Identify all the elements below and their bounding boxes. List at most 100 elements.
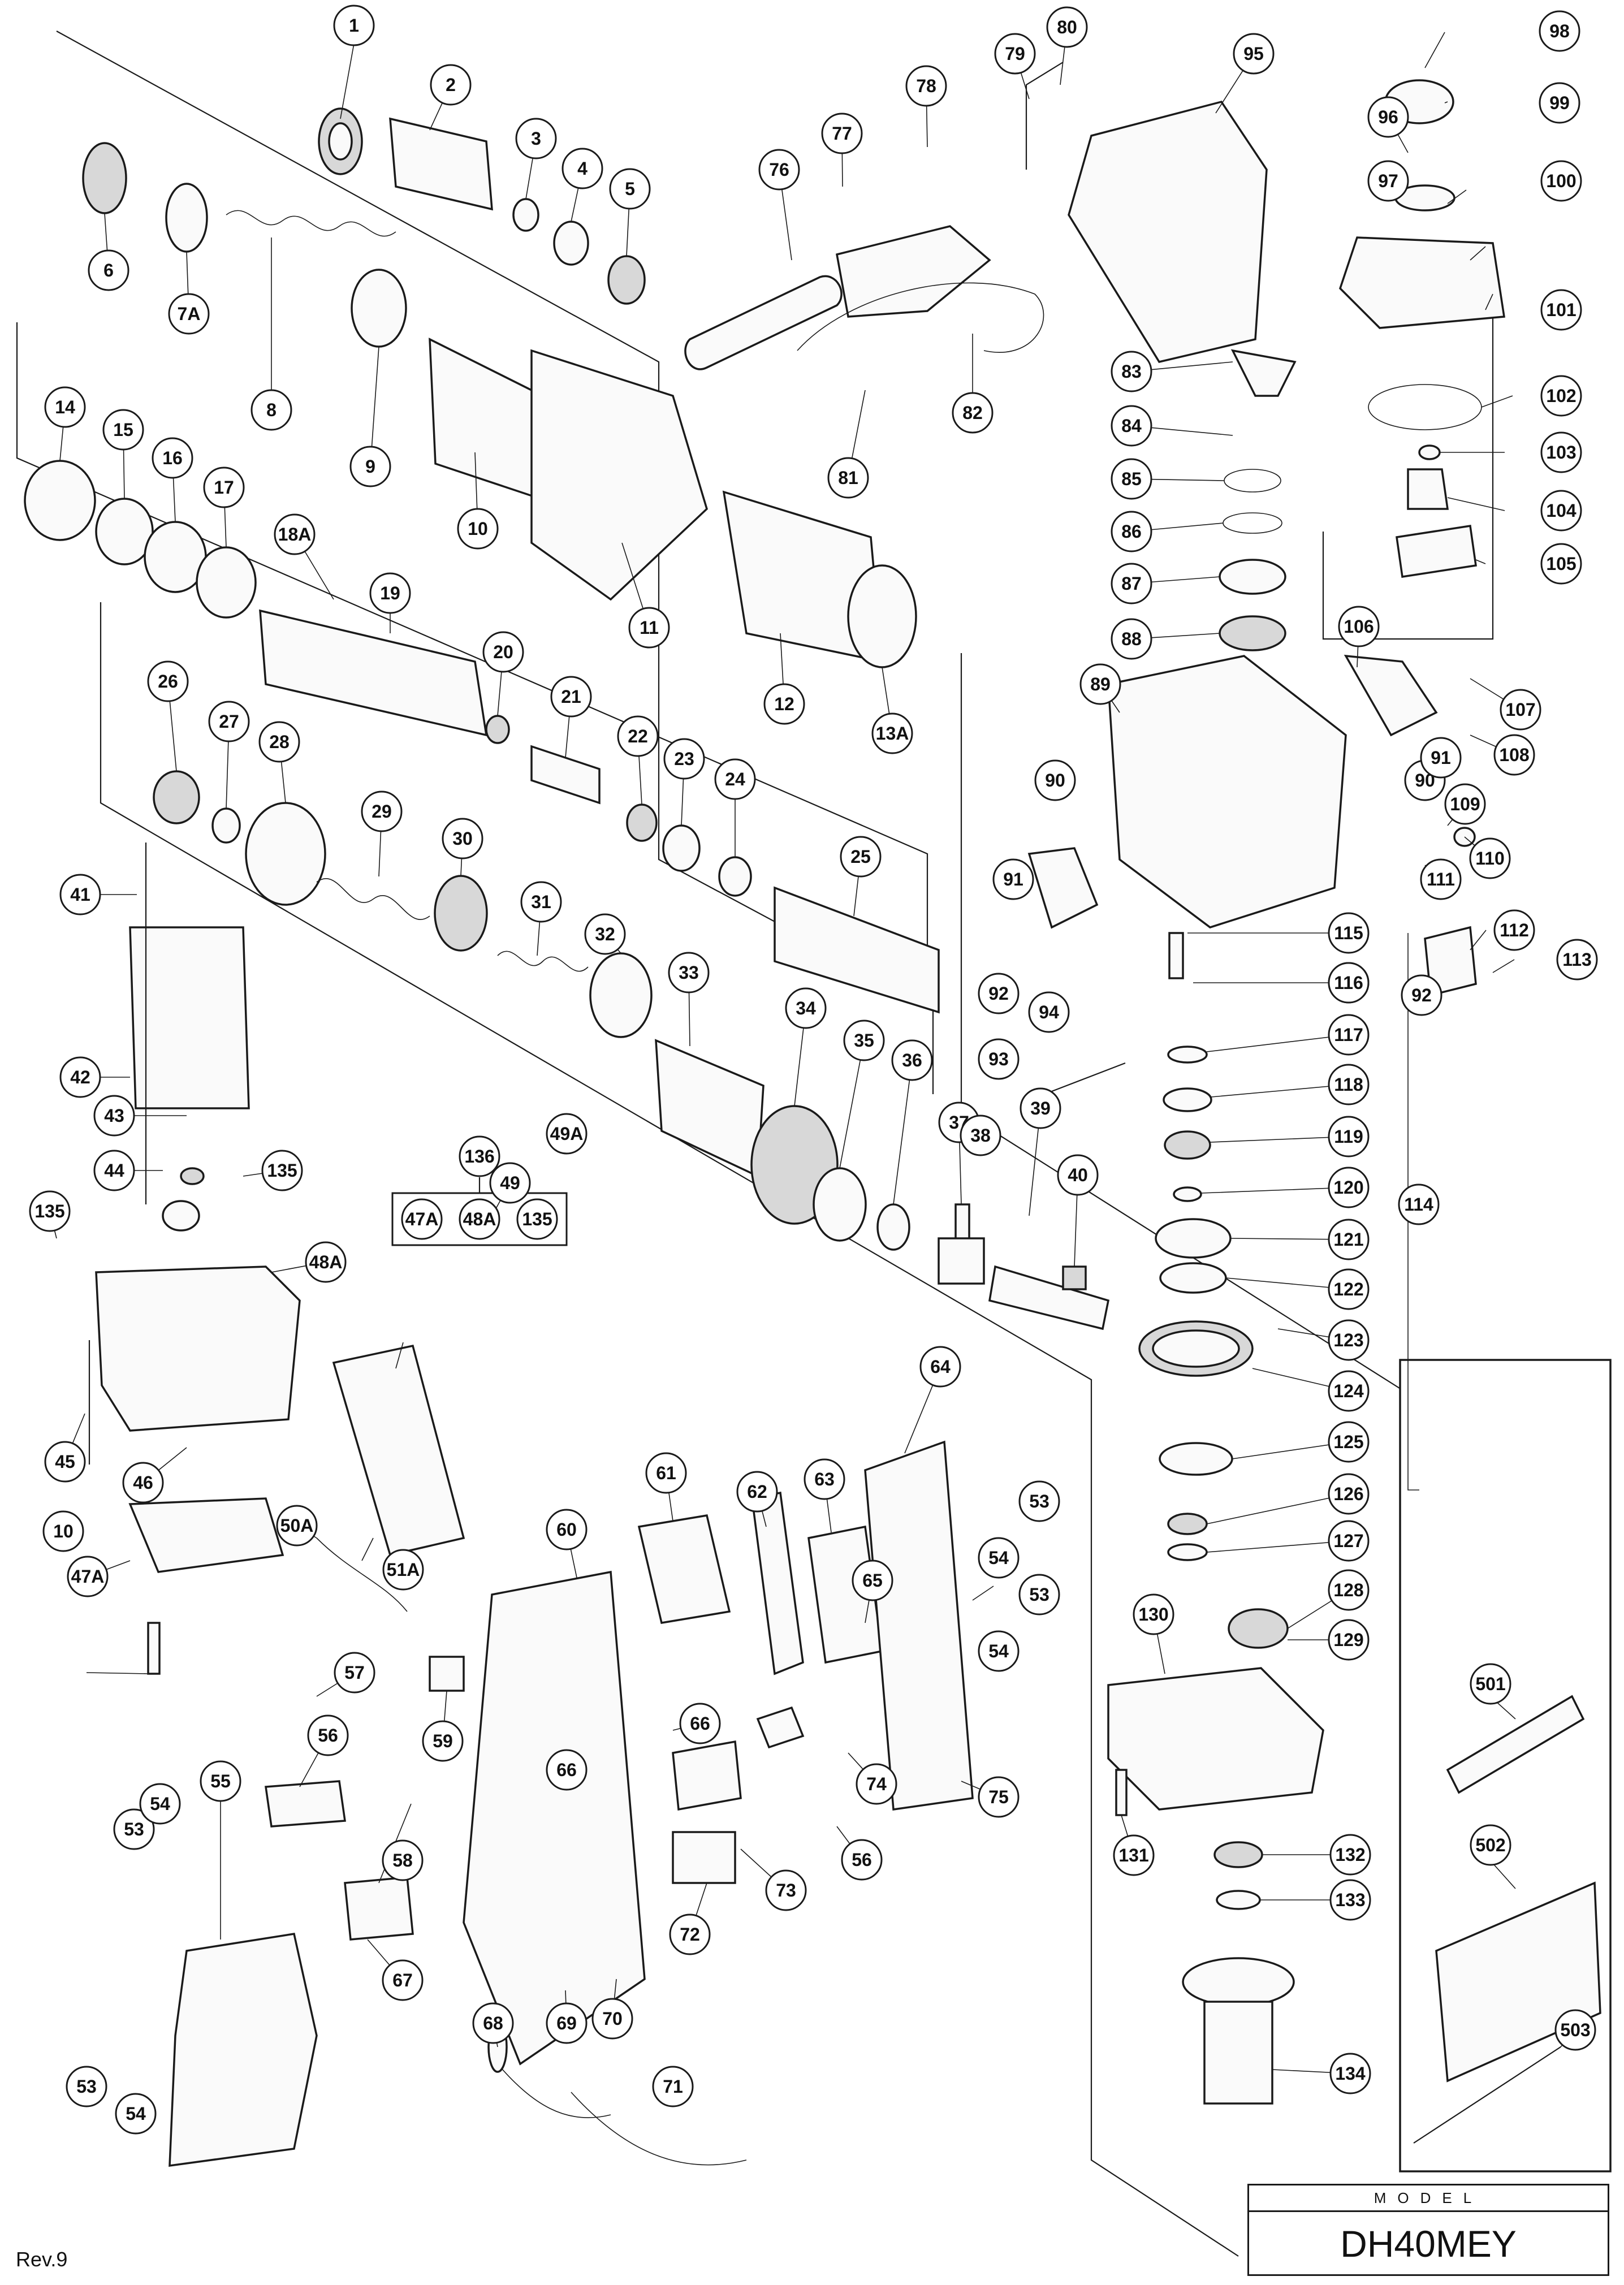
balloon-circle: [369, 572, 411, 614]
balloon-circle: [139, 1783, 181, 1825]
balloon-circle: [305, 1241, 347, 1283]
part-callout: 59: [422, 1720, 464, 1762]
part-callout: 121: [1328, 1219, 1370, 1260]
part-number-label: 10: [468, 519, 488, 539]
part-number-label: 1: [349, 15, 359, 36]
part-callout: 27: [208, 701, 250, 742]
part-callout: 86: [1111, 511, 1152, 552]
balloon-circle: [960, 1115, 1001, 1156]
part-callout: 54: [978, 1630, 1020, 1672]
part-number-label: 90: [1045, 770, 1065, 791]
part-callout: 112: [1493, 909, 1535, 951]
part-number-label: 8: [266, 400, 277, 420]
balloon-circle: [1328, 1473, 1370, 1515]
balloon-circle: [276, 1505, 318, 1547]
part-number-label: 92: [988, 983, 1009, 1004]
part-callout: 133: [1329, 1879, 1371, 1921]
part-number-label: 73: [776, 1880, 796, 1900]
part-callout: 19: [369, 572, 411, 614]
part-number-label: 11: [640, 617, 659, 638]
part-callout: 53: [113, 1808, 155, 1850]
part-callout: 36: [891, 1039, 933, 1081]
part-number-label: 123: [1333, 1330, 1363, 1350]
part-number-label: 46: [133, 1472, 153, 1493]
part-callout: 71: [652, 2066, 694, 2107]
balloon-circle: [891, 1039, 933, 1081]
balloon-circle: [1500, 689, 1541, 731]
balloon-circle: [472, 2002, 514, 2044]
part-silhouettes: [24, 79, 1601, 2167]
balloon-circle: [978, 1630, 1020, 1672]
balloon-circle: [856, 1763, 897, 1805]
part-callout: 56: [307, 1714, 349, 1756]
part-number-label: 127: [1333, 1531, 1363, 1551]
part-number-label: 131: [1118, 1845, 1148, 1865]
part-number-label: 32: [595, 924, 615, 944]
part-callout: 58: [382, 1839, 424, 1881]
part-callout: 96: [1367, 96, 1409, 138]
balloon-circle: [1018, 1480, 1060, 1522]
part-callout: 77: [821, 113, 863, 154]
balloon-circle: [261, 1150, 303, 1191]
part-number-label: 95: [1243, 44, 1264, 64]
balloon-circle: [1133, 1593, 1174, 1635]
revision-label: Rev.9: [16, 2248, 68, 2271]
balloon-circle: [1420, 737, 1462, 779]
part-callout: 116: [1328, 962, 1370, 1004]
part-number-label: 60: [556, 1519, 577, 1540]
part-number-label: 16: [162, 448, 183, 468]
part-number-label: 132: [1335, 1845, 1365, 1865]
part-callout: 125: [1328, 1421, 1370, 1463]
part-number-label: 76: [769, 159, 789, 180]
balloon-circle: [1111, 563, 1152, 604]
part-callout: 16: [152, 437, 193, 479]
balloon-circle: [1493, 909, 1535, 951]
balloon-circle: [978, 973, 1020, 1014]
part-number-label: 28: [269, 732, 290, 752]
part-number-label: 36: [902, 1050, 922, 1070]
part-number-label: 68: [483, 2013, 503, 2033]
part-callout: 72: [669, 1913, 711, 1955]
part-callout: 7A: [168, 293, 210, 335]
part-callout: 76: [758, 149, 800, 191]
part-callout: 13A: [871, 712, 913, 754]
part-callout: 98: [1539, 10, 1580, 52]
part-callout: 118: [1328, 1064, 1370, 1105]
balloon-circle: [1328, 1116, 1370, 1157]
part-number-label: 31: [531, 892, 551, 912]
part-number-label: 43: [104, 1105, 124, 1126]
accessory-callout: 501: [1470, 1663, 1511, 1705]
balloon-circle: [1469, 837, 1511, 879]
part-callout: 129: [1328, 1619, 1370, 1661]
part-number-label: 108: [1499, 745, 1529, 765]
part-callout: 79: [994, 33, 1036, 75]
part-callout: 39: [1020, 1087, 1061, 1129]
part-callout: 85: [1111, 458, 1152, 500]
part-number-label: 501: [1475, 1674, 1505, 1694]
part-number-label: 49A: [550, 1124, 584, 1144]
part-number-label: 111: [1427, 869, 1455, 889]
part-number-label: 503: [1560, 2020, 1590, 2040]
part-number-label: 120: [1333, 1177, 1363, 1198]
part-number-label: 106: [1344, 616, 1374, 637]
part-number-label: 53: [1029, 1491, 1049, 1511]
model-label: MODEL: [1249, 2185, 1608, 2212]
balloon-circle: [1111, 618, 1152, 660]
part-number-label: 99: [1549, 93, 1570, 113]
balloon-circle: [1493, 734, 1535, 776]
part-callout: 111: [1420, 858, 1462, 900]
part-callout: 15: [102, 409, 144, 451]
balloon-circle: [1539, 10, 1580, 52]
part-number-label: 23: [674, 749, 694, 769]
balloon-circle: [200, 1760, 241, 1802]
balloon-circle: [208, 701, 250, 742]
part-number-label: 121: [1333, 1229, 1363, 1250]
part-number-label: 102: [1546, 386, 1576, 406]
balloon-circle: [1111, 511, 1152, 552]
part-callout: 131: [1113, 1834, 1155, 1876]
balloon-circle: [1329, 1834, 1371, 1876]
part-callout: 41: [59, 874, 101, 915]
kit-box: 136 47A 48A 135: [401, 1135, 558, 1240]
balloon-circle: [1470, 1824, 1511, 1866]
part-callout: 80: [1046, 6, 1088, 48]
